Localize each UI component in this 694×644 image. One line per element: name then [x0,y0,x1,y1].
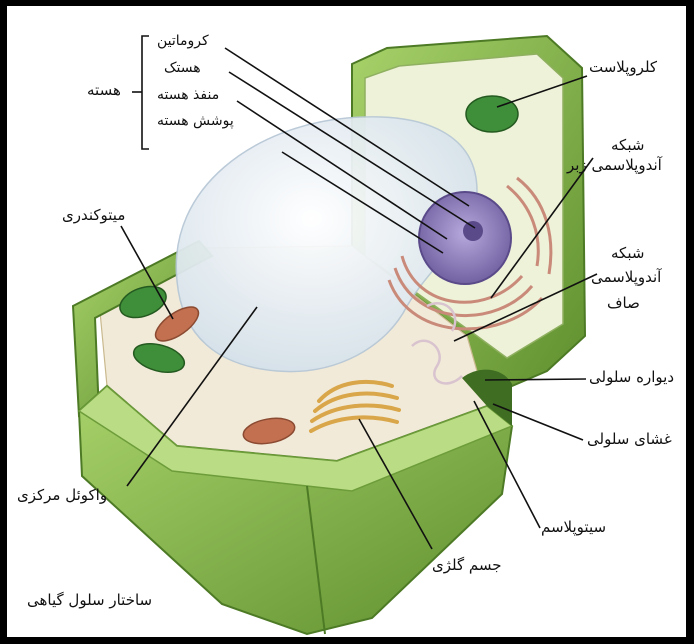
plant-cell-illustration [7,6,686,637]
chromatin-label: کروماتین [157,33,209,50]
nucleolus-label: هستک [164,60,201,77]
nuclear-pore-label: منفذ هسته [157,87,219,104]
cell-wall-label: دیواره سلولی [589,368,674,386]
diagram-caption: ساختار سلول گیاهی [27,591,152,609]
golgi-label: جسم گلژی [432,556,502,574]
diagram-canvas: هسته کروماتین هستک منفذ هسته پوشش هسته ک… [7,6,686,637]
nucleolus [463,221,483,241]
rough-er-label-line1: شبکه [611,136,644,154]
rough-er-label-line2: آندوپلاسمی زبر [567,156,662,174]
mitochondrion-label: میتوکندری [62,206,125,224]
smooth-er-label-line1: شبکه [611,244,644,262]
chloroplast-label: کلروپلاست [589,58,657,76]
nucleus-group-label: هسته [87,81,121,99]
smooth-er-label-line3: صاف [607,294,640,312]
nucleus [419,192,511,284]
central-vacuole-label: واکوئل مرکزی [17,486,107,504]
cell-membrane-label: غشای سلولی [587,430,672,448]
cytoplasm-label: سیتوپلاسم [541,518,606,536]
smooth-er-label-line2: آندوپلاسمی [591,268,661,286]
nuclear-envelope-label: پوشش هسته [157,113,234,130]
